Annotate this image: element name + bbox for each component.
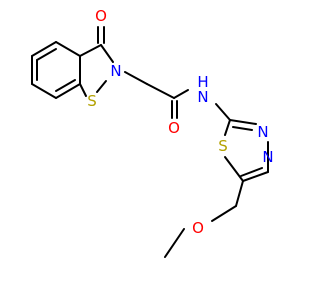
double-bond [232,126,253,131]
molecule-diagram: O N S O N H N N S O [31,7,274,258]
bond [100,44,114,63]
double-bond [240,167,263,177]
thiadiazole-ring [224,119,269,182]
double-bond [55,79,76,92]
atom-oxygen: O [192,219,204,237]
atom-oxygen: O [168,119,180,137]
bond [173,89,189,99]
bond [146,83,175,99]
bond [96,80,107,93]
bond [164,228,185,258]
atom-hydrogen: H [197,73,208,91]
bond [79,83,87,97]
atom-nitrogen: N [262,148,273,166]
atom-oxygen: O [95,7,107,25]
bond [79,44,102,57]
bond [224,119,231,136]
bond [55,83,81,99]
structure-svg: O N S O N H N N S O [31,7,274,258]
isothiazolone-ring [79,26,114,97]
benzene-ring [31,41,81,99]
bond [124,71,148,85]
bond [31,83,57,99]
atom-nitrogen: N [110,62,121,80]
atom-nitrogen: N [197,88,208,106]
bond [215,103,231,121]
acetamide-linker [124,71,231,121]
atom-nitrogen: N [257,123,268,141]
atom-sulfur: S [218,137,228,155]
bond [55,41,81,57]
atom-sulfur: S [87,92,97,110]
methoxymethyl-group [164,180,244,258]
bond [224,156,244,182]
double-bond [36,48,57,61]
bond [229,119,257,125]
bond [242,171,269,182]
bond [235,180,244,207]
bond [211,205,237,222]
bond [31,41,57,57]
